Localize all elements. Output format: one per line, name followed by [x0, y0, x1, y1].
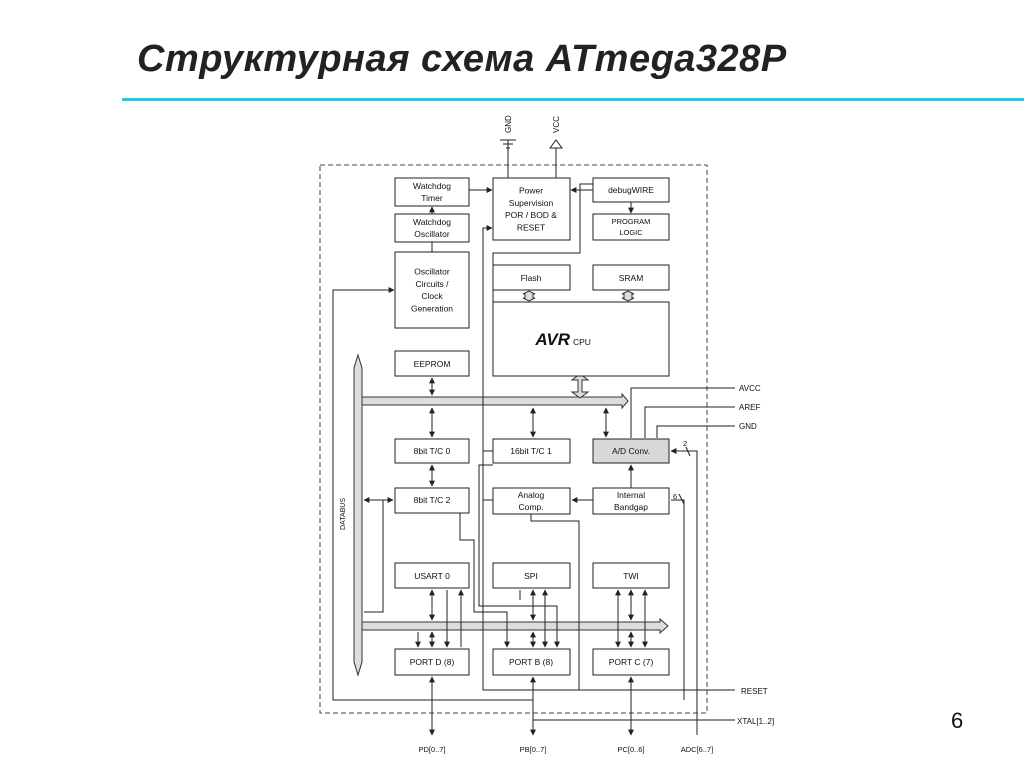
pd-pin-label: PD[0..7] — [418, 745, 445, 754]
page-number: 6 — [951, 708, 964, 733]
databus-horizontal-top — [361, 392, 629, 410]
tc0-text: 8bit T/C 0 — [414, 446, 451, 456]
tc2-block — [394, 487, 470, 514]
reset-pin-label: RESET — [741, 687, 768, 696]
gnd-pin-label: GND — [504, 115, 513, 133]
twi-block — [592, 562, 670, 589]
port-b-text: PORT B (8) — [509, 657, 553, 667]
spi-block — [492, 562, 571, 589]
port-d-text: PORT D (8) — [410, 657, 455, 667]
bandgap-block — [592, 487, 670, 515]
avcc-pin-label: AVCC — [739, 384, 761, 393]
slide-title: Структурная схема ATmega328P — [137, 38, 787, 80]
interconnect-wires — [332, 183, 735, 736]
analog-comp-block — [492, 487, 571, 515]
pb-pin-label: PB[0..7] — [520, 745, 547, 754]
chip-boundary — [319, 164, 708, 714]
gnd-pin — [500, 139, 516, 178]
usart-text: USART 0 — [414, 571, 450, 581]
debugwire-text: debugWIRE — [608, 185, 654, 195]
tc0-block — [394, 438, 470, 464]
watchdog-timer-block — [394, 177, 470, 207]
flash-block — [492, 264, 571, 291]
cpu-text: CPU — [573, 337, 591, 347]
xtal-pin-label: XTAL[1..2] — [737, 717, 774, 726]
adc-block — [592, 438, 670, 464]
spi-text: SPI — [524, 571, 538, 581]
adc-text: A/D Conv. — [612, 446, 650, 456]
databus-horizontal-bottom — [361, 617, 669, 635]
eeprom-block — [394, 350, 470, 377]
power-supervision-block — [492, 177, 571, 241]
adc-pin-label: ADC[6..7] — [681, 745, 714, 754]
tc2-text: 8bit T/C 2 — [414, 495, 451, 505]
aref-pin-label: AREF — [739, 403, 760, 412]
twi-text: TWI — [623, 571, 639, 581]
usart-block — [394, 562, 470, 589]
sram-cpu-bus — [621, 290, 635, 302]
port-d-block — [394, 648, 470, 676]
oscillator-circuits-block — [394, 251, 470, 329]
program-logic-block — [592, 213, 670, 241]
pc-pin-label: PC[0..6] — [617, 745, 644, 754]
avr-logo: AVR — [534, 330, 570, 349]
sram-block — [592, 264, 670, 291]
flash-cpu-bus — [522, 290, 536, 302]
debugwire-block — [592, 177, 670, 203]
port-c-block — [592, 648, 670, 676]
flash-text: Flash — [521, 273, 542, 283]
tc1-text: 16bit T/C 1 — [510, 446, 552, 456]
sram-text: SRAM — [619, 273, 644, 283]
databus-label: DATABUS — [340, 498, 347, 530]
watchdog-oscillator-block — [394, 213, 470, 243]
port-b-block — [492, 648, 571, 676]
tc1-block — [492, 438, 571, 464]
cpu-databus-bus — [570, 373, 590, 399]
bandgap-count-label: 6 — [673, 492, 677, 501]
title-underline — [122, 98, 1024, 101]
adc-count-label: 2 — [683, 439, 687, 448]
vcc-pin-label: VCC — [552, 116, 561, 133]
gnd-analog-pin-label: GND — [739, 422, 757, 431]
cpu-block — [492, 301, 670, 377]
eeprom-text: EEPROM — [414, 359, 451, 369]
port-c-text: PORT C (7) — [609, 657, 654, 667]
vcc-pin — [549, 139, 563, 178]
databus-vertical — [353, 353, 363, 677]
